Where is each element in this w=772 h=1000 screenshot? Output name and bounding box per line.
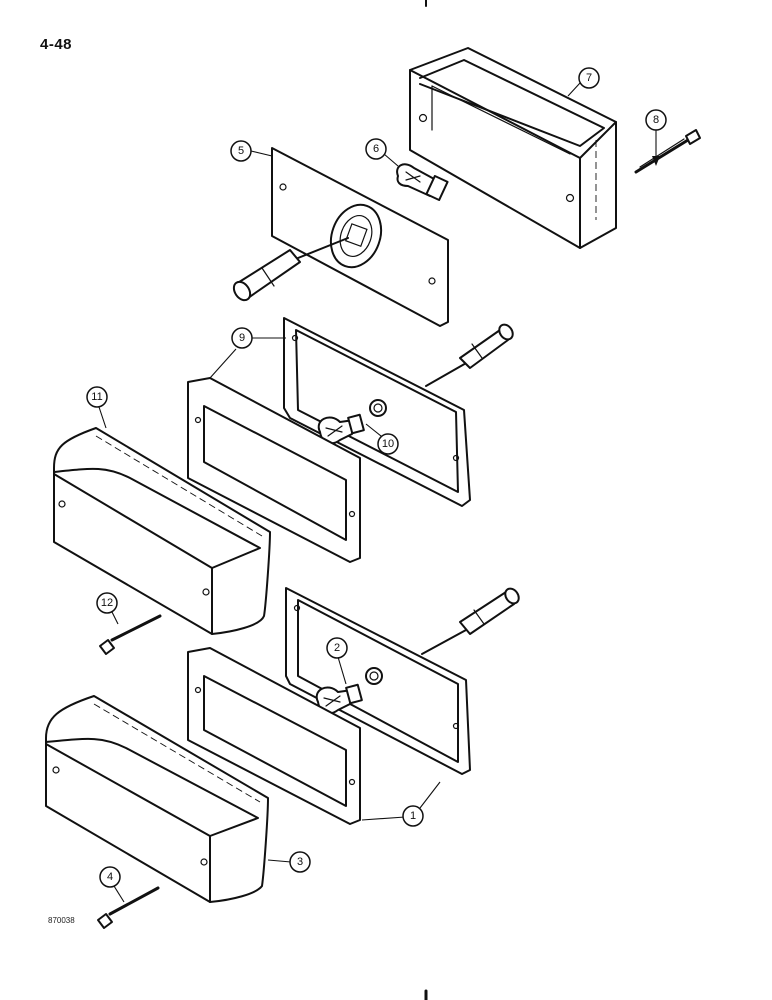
- socket-plate-connector: [232, 237, 349, 302]
- callout-11: 11: [86, 386, 108, 408]
- page-number: 4-48: [40, 36, 73, 53]
- callout-3: 3: [289, 851, 311, 873]
- callout-8-label: 8: [653, 114, 659, 126]
- callout-5-label: 5: [238, 145, 244, 157]
- bulb-6: [396, 163, 449, 202]
- callout-9: 9: [231, 327, 253, 349]
- callout-6: 6: [365, 138, 387, 160]
- lower-connector: [421, 587, 520, 655]
- callout-9-label: 9: [239, 332, 245, 344]
- bulb-2: [315, 683, 363, 715]
- lens-frame-lower: [285, 587, 471, 775]
- callout-12-label: 12: [101, 597, 113, 609]
- lens-frame-upper: [283, 317, 471, 507]
- callout-6-label: 6: [373, 143, 379, 155]
- callout-5: 5: [230, 140, 252, 162]
- screw-12: [99, 614, 162, 655]
- lens-11: [53, 427, 271, 635]
- callout-10: 10: [377, 433, 399, 455]
- callout-7: 7: [578, 67, 600, 89]
- lens-3: [45, 695, 269, 903]
- callout-8: 8: [645, 109, 667, 131]
- callout-1-label: 1: [410, 810, 416, 822]
- callout-3-label: 3: [297, 856, 303, 868]
- socket-plate: [271, 147, 449, 327]
- upper-connector: [425, 323, 514, 387]
- screw-4: [97, 886, 160, 929]
- callout-1: 1: [402, 805, 424, 827]
- bulb-10: [317, 413, 365, 445]
- gasket-1: [187, 647, 361, 825]
- callout-2: 2: [326, 637, 348, 659]
- callout-12: 12: [96, 592, 118, 614]
- leader-lines: [98, 82, 660, 903]
- lamp-housing: [409, 47, 617, 249]
- callout-10-label: 10: [382, 438, 394, 450]
- callout-4: 4: [99, 866, 121, 888]
- callout-2-label: 2: [334, 642, 340, 654]
- screw-8: [634, 129, 701, 174]
- callout-4-label: 4: [107, 871, 113, 883]
- callout-7-label: 7: [586, 72, 592, 84]
- callout-11-label: 11: [91, 391, 102, 403]
- drawing-code: 870038: [48, 916, 75, 925]
